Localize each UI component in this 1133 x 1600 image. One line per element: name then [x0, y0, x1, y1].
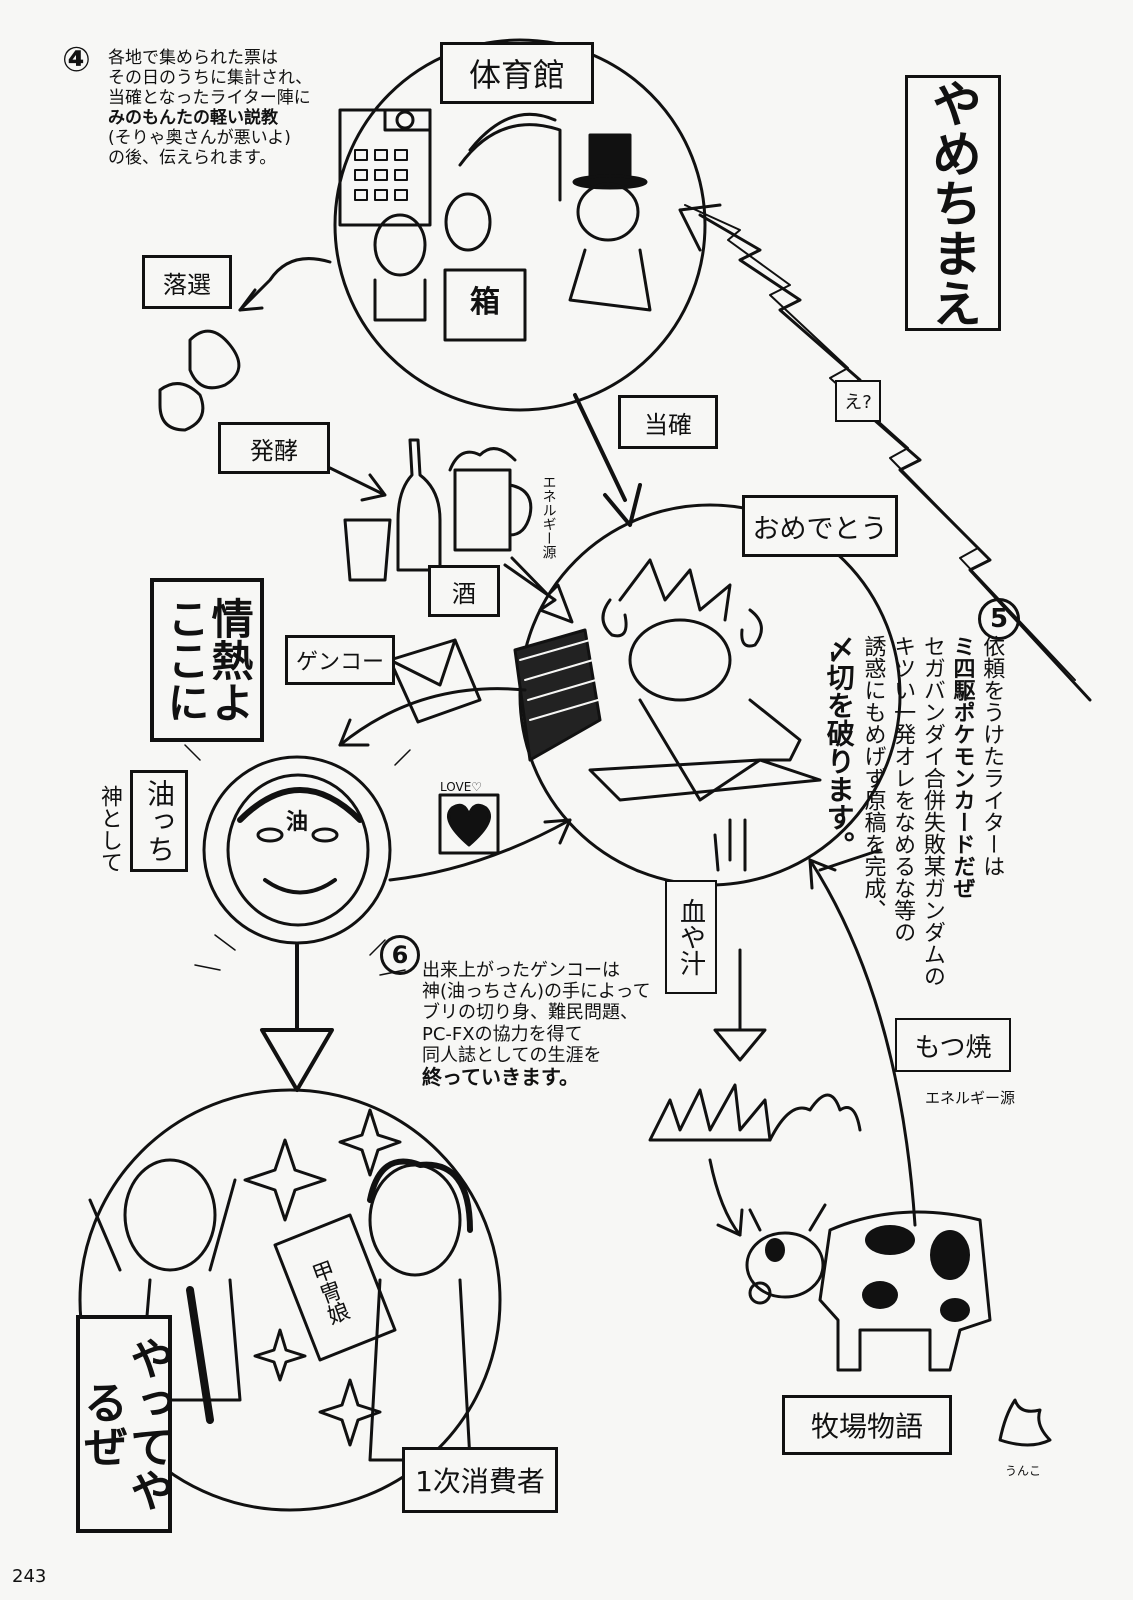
shohisha-label: 1次消費者: [402, 1447, 558, 1513]
step5-line: 依頼をうけたライターは: [979, 635, 1005, 877]
step4-number: ④: [62, 40, 91, 80]
genko-label: ゲンコー: [285, 635, 395, 685]
step5-line: 〆切を破ります。: [822, 635, 856, 859]
chi-jiru-label: 血や汁: [665, 880, 717, 994]
step6-line: 同人誌としての生涯を: [422, 1044, 602, 1066]
toukaku-label: 当確: [618, 395, 718, 449]
energy-source-label-2: エネルギー源: [925, 1089, 1016, 1107]
step5-number: 5: [978, 598, 1020, 640]
step6-number: 6: [380, 935, 420, 975]
step6-line: 終っていきます。: [422, 1065, 579, 1090]
step5-text: 依頼をうけたライターは ミ四駆ポケモンカードだぜ セガバンダイ合併失敗某ガンダム…: [820, 635, 1006, 1025]
step4-line: 各地で集められた票は: [108, 48, 278, 68]
rakusen-label: 落選: [142, 255, 232, 309]
gym-circle: [333, 38, 707, 412]
step6-line: 出来上がったゲンコーは: [422, 960, 620, 981]
motsuyaki-label: もつ焼: [895, 1018, 1011, 1072]
step4-line: みのもんたの軽い説教: [108, 108, 278, 129]
oil-face-label: 油: [286, 810, 309, 835]
jounetsu-label: 情熱よここに: [150, 578, 264, 742]
unko-label: うんこ: [1005, 1464, 1042, 1478]
step4-text: 各地で集められた票は その日のうちに集計され、 当確となったライター陣に みのも…: [108, 48, 312, 168]
step6-line: 神(油っちさん)の手によって: [422, 981, 651, 1003]
step5-line: セガバンダイ合併失敗某ガンダムの: [919, 635, 945, 987]
step4-line: の後、伝えられます。: [108, 148, 277, 169]
step4-line: 当確となったライター陣に: [108, 88, 311, 109]
step4-line: (そりゃ奥さんが悪いよ): [108, 128, 291, 149]
bokujo-label: 牧場物語: [782, 1395, 952, 1455]
sake-label: 酒: [428, 565, 500, 617]
step5-line: 誘惑にもめげず原稿を完成、: [860, 635, 886, 921]
abucchi-label: 油っち: [130, 770, 188, 872]
yamechimae-label: やめちまえ: [905, 75, 1001, 331]
step4-line: その日のうちに集計され、: [108, 68, 313, 89]
yatte-label: やってやるぜ: [76, 1315, 173, 1533]
hakko-label: 発酵: [218, 422, 330, 474]
e-question-label: え?: [835, 380, 881, 422]
omedetou-label: おめでとう: [742, 495, 898, 557]
love-label: LOVE♡: [440, 780, 483, 794]
energy-source-label: エネルギー源: [540, 475, 557, 559]
ballot-box-label: 箱: [470, 285, 500, 320]
step5-line: ミ四駆ポケモンカードだぜ: [949, 635, 975, 899]
step6-text: 出来上がったゲンコーは 神(油っちさん)の手によって ブリの切り身、難民問題、 …: [422, 960, 651, 1090]
abucchi-circle: [202, 755, 392, 945]
page-number: 243: [12, 1566, 47, 1587]
gym-label: 体育館: [440, 42, 594, 104]
step6-line: PC-FXの協力を得て: [422, 1023, 583, 1045]
step6-line: ブリの切り身、難民問題、: [422, 1002, 638, 1024]
kami-label: 神として: [96, 785, 122, 873]
consumer-circle: [78, 1088, 502, 1512]
step5-line: キツい一発オレをなめるな等の: [890, 635, 916, 943]
